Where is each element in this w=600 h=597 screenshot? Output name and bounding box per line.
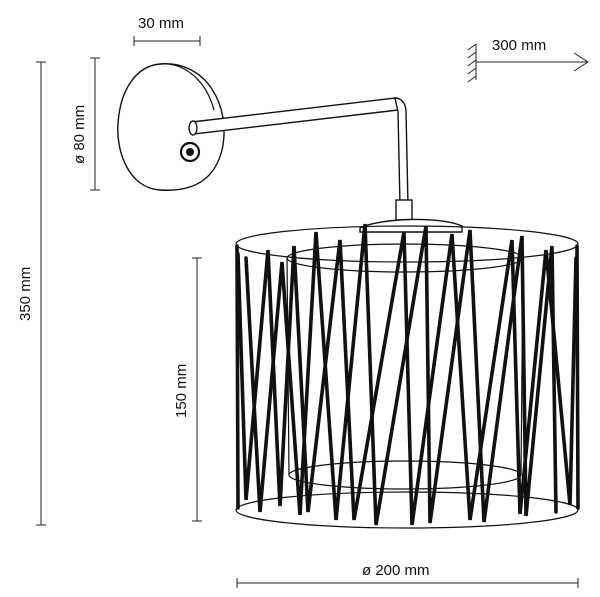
shade-height-label: 150 mm: [173, 364, 190, 418]
dim-arm-depth: 300 mm: [467, 37, 589, 83]
right-arrow-icon: [476, 52, 589, 72]
lamp-shade: [235, 223, 580, 529]
dim-mount-depth: 30 mm: [133, 15, 201, 46]
arm-depth-label: 300 mm: [492, 37, 546, 54]
switch-knob: [179, 141, 201, 163]
top-rim: [235, 225, 579, 263]
wall-mount: [117, 63, 225, 191]
total-height-label: 350 mm: [17, 267, 34, 321]
dim-shade-diameter: ø 200 mm: [236, 562, 579, 588]
bottom-rim: [235, 491, 579, 529]
mount-diameter-label: ø 80 mm: [71, 105, 88, 164]
dim-mount-diameter: ø 80 mm: [71, 57, 100, 191]
mount-depth-label: 30 mm: [138, 15, 184, 32]
dim-shade-height: 150 mm: [173, 257, 202, 522]
shade-diameter-label: ø 200 mm: [362, 562, 430, 579]
dim-total-height: 350 mm: [17, 61, 46, 526]
arm: [188, 97, 463, 233]
wall-hatch-icon: [467, 43, 477, 83]
